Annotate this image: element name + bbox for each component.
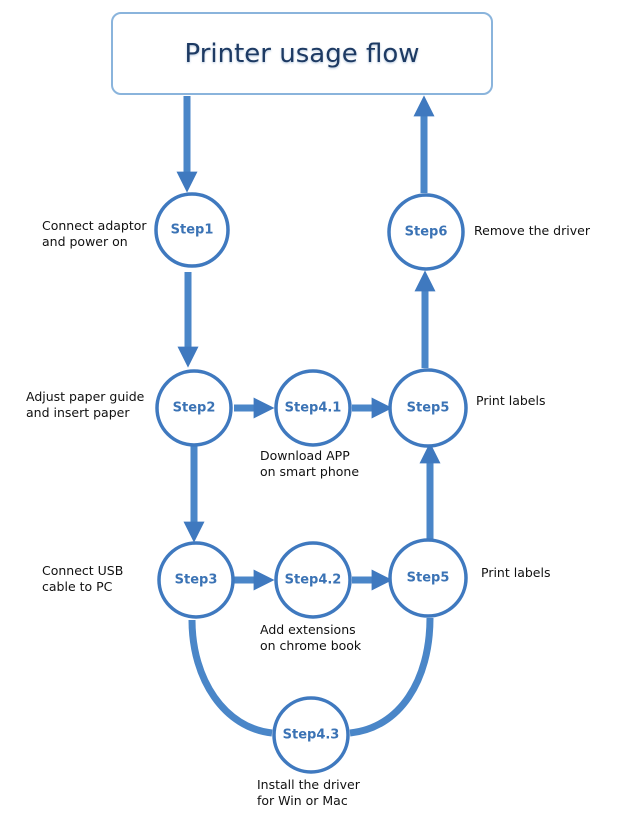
step5b-label: Step5 [407, 571, 450, 586]
caption-line: Install the driver [257, 777, 360, 792]
caption-step4-3: Install the driver for Win or Mac [257, 777, 360, 809]
step1-label: Step1 [171, 223, 214, 238]
caption-line: Connect adaptor [42, 218, 147, 233]
step2-node [155, 369, 233, 447]
caption-line: cable to PC [42, 579, 113, 594]
step6-label: Step6 [405, 225, 448, 240]
caption-step5a: Print labels [476, 393, 545, 409]
step3-label: Step3 [175, 573, 218, 588]
step5b-node [388, 538, 468, 618]
curve-step3-to-step4-3 [188, 619, 273, 737]
caption-line: for Win or Mac [257, 793, 348, 808]
caption-line: on smart phone [260, 464, 360, 479]
step2-label: Step2 [173, 401, 216, 416]
step4-2-label: Step4.2 [285, 573, 342, 588]
step4-3-node [272, 696, 350, 774]
caption-line: Add extensions [260, 622, 356, 637]
caption-line: Download APP [260, 448, 350, 463]
step6-node [387, 193, 465, 271]
caption-line: Print labels [476, 393, 546, 408]
curve-step4-3-to-step5b [349, 617, 434, 737]
caption-step2: Adjust paper guide and insert paper [26, 389, 144, 421]
caption-step3: Connect USB cable to PC [42, 563, 123, 595]
caption-step6: Remove the driver [474, 223, 590, 239]
step4-1-node [274, 369, 352, 447]
page-title: Printer usage flow [184, 38, 420, 69]
caption-line: Connect USB [42, 563, 124, 578]
step5a-node [388, 368, 468, 448]
caption-step4-1: Download APP on smart phone [260, 448, 359, 480]
title-box: Printer usage flow [111, 12, 493, 95]
caption-line: on chrome book [260, 638, 362, 653]
step4-3-label: Step4.3 [283, 728, 340, 743]
caption-step5b: Print labels [481, 565, 550, 581]
caption-step1: Connect adaptor and power on [42, 218, 147, 250]
caption-step4-2: Add extensions on chrome book [260, 622, 361, 654]
step3-node [157, 541, 235, 619]
step4-1-label: Step4.1 [285, 401, 342, 416]
caption-line: Adjust paper guide [26, 389, 145, 404]
step5a-label: Step5 [407, 401, 450, 416]
caption-line: and insert paper [26, 405, 130, 420]
caption-line: and power on [42, 234, 128, 249]
caption-line: Print labels [481, 565, 551, 580]
step4-2-node [274, 541, 352, 619]
step1-node [154, 192, 230, 268]
caption-line: Remove the driver [474, 223, 590, 238]
